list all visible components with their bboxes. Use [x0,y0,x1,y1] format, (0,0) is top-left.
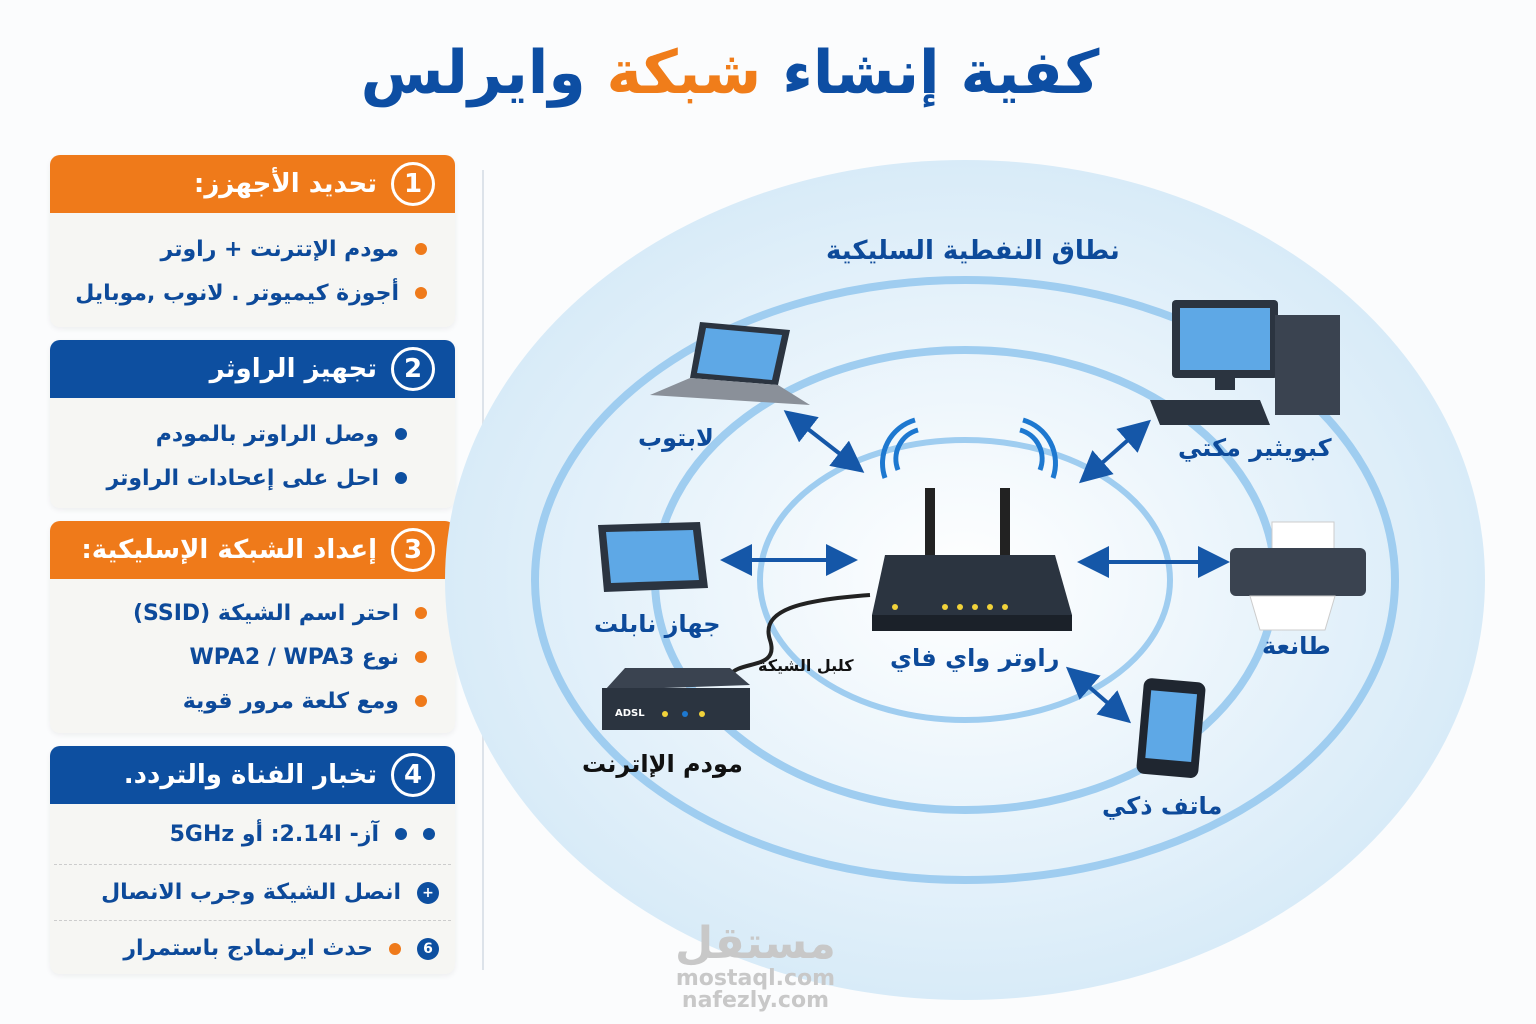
item-text: حدث ايرنمادج باستمرار [123,936,373,961]
list-item: مودم الإتترنت + راوتر [50,227,455,271]
step-title: تحديد الأجهزز: [193,169,377,199]
plus-icon: + [417,881,439,904]
bullet-icon [395,428,407,440]
step-number: 3 [391,528,435,572]
item-text: ومع كلعة مرور قوية [182,688,399,714]
smartphone-icon [1136,678,1206,778]
step-title: إعداد الشبكة الإسليكية: [81,535,377,565]
step-number: 2 [391,347,435,391]
bullet-icon [395,828,407,840]
step-4-card: 4 تخبار الفناة والتردد. آز- 2.14I: أو 5GH… [50,746,455,974]
cable-label: كلبل الشيكة [758,656,854,675]
desktop-icon [1150,300,1340,425]
modem-tag: ADSL [615,708,645,719]
title-part: كفية إنشاء [782,38,1100,108]
coverage-label: نطاق النفطية السليكية [826,236,1120,266]
step-number: 1 [391,162,435,206]
item-text: احتر اسم الشيكة (SSID) [132,600,399,626]
bullet-icon [389,942,401,955]
step-number: 4 [391,753,435,797]
list-item: ومع كلعة مرور قوية [50,679,455,723]
bullet-icon [415,287,427,299]
page-title: كفية إنشاء شبكة وايرلس [0,38,1460,108]
router-icon [872,417,1072,631]
bullet-icon [415,607,427,619]
step-1-card: 1 تحديد الأجهزز: مودم الإتترنت + راوتر أج… [50,155,455,327]
signal-ring [531,276,1399,884]
item-text: نوع WPA2 / WPA3 [189,644,399,670]
title-accent: شبكة [606,38,762,108]
item-text: انصل الشيكة وجرب الانصال [101,880,401,905]
tablet-icon [598,522,708,592]
cable-icon [728,593,871,677]
list-item: 6 حدث ايرنمادج باستمرار [50,921,455,976]
modem-label: مودم الإاترنت [582,750,743,778]
bullet-icon [415,651,427,663]
step-title: تخبار الفناة والتردد. [123,760,377,790]
tablet-label: جهاز نابلت [594,610,721,638]
watermark-url: mostaql.com [675,966,836,991]
phone-label: ماتف ذكي [1102,792,1223,820]
connection-arrows [720,410,1230,724]
watermark: مستقل mostaql.com nafezly.com [675,920,836,1012]
divider [54,864,451,865]
router-label: راوتر واي فاي [890,644,1060,672]
step-3-card: 3 إعداد الشبكة الإسليكية: احتر اسم الشيكة… [50,521,455,733]
bullet-icon [415,243,427,255]
list-item: احل على إعحادات الراوتر [50,456,435,500]
item-text: مودم الإتترنت + راوتر [160,236,399,262]
list-item: نوع WPA2 / WPA3 [50,635,455,679]
bullet-icon [395,472,407,484]
modem-icon: ADSL [602,668,750,730]
bullet-icon [423,828,435,840]
watermark-logo: مستقل [675,918,836,969]
item-text: وصل الراوتر بالمودم [155,421,379,447]
title-part: وايرلس [360,38,586,108]
list-item: أجوزة كيميوتر . لانوب ,موبايل [50,271,455,315]
list-item: آز- 2.14I: أو 5GHz [50,804,455,864]
item-text: آز- 2.14I: أو 5GHz [169,821,379,847]
step-number-badge: 6 [417,937,439,960]
laptop-icon [650,322,810,405]
signal-ring [757,437,1173,723]
list-item: احتر اسم الشيكة (SSID) [50,591,455,635]
watermark-url: nafezly.com [681,988,830,1013]
printer-icon [1230,521,1366,631]
item-text: احل على إعحادات الراوتر [106,465,379,491]
divider [54,920,451,921]
list-item: وصل الراوتر بالمودم [50,412,435,456]
printer-label: طانعة [1262,632,1331,660]
step-title: تجهيز الراوثر [209,354,377,384]
laptop-label: لابتوب [638,424,714,452]
item-text: أجوزة كيميوتر . لانوب ,موبايل [75,280,399,306]
list-item: + انصل الشيكة وجرب الانصال [50,865,455,920]
bullet-icon [415,695,427,707]
desktop-label: كبويثير مكتي [1178,434,1332,462]
step-2-card: 2 تجهيز الراوثر وصل الراوتر بالمودم احل ع… [50,340,455,508]
